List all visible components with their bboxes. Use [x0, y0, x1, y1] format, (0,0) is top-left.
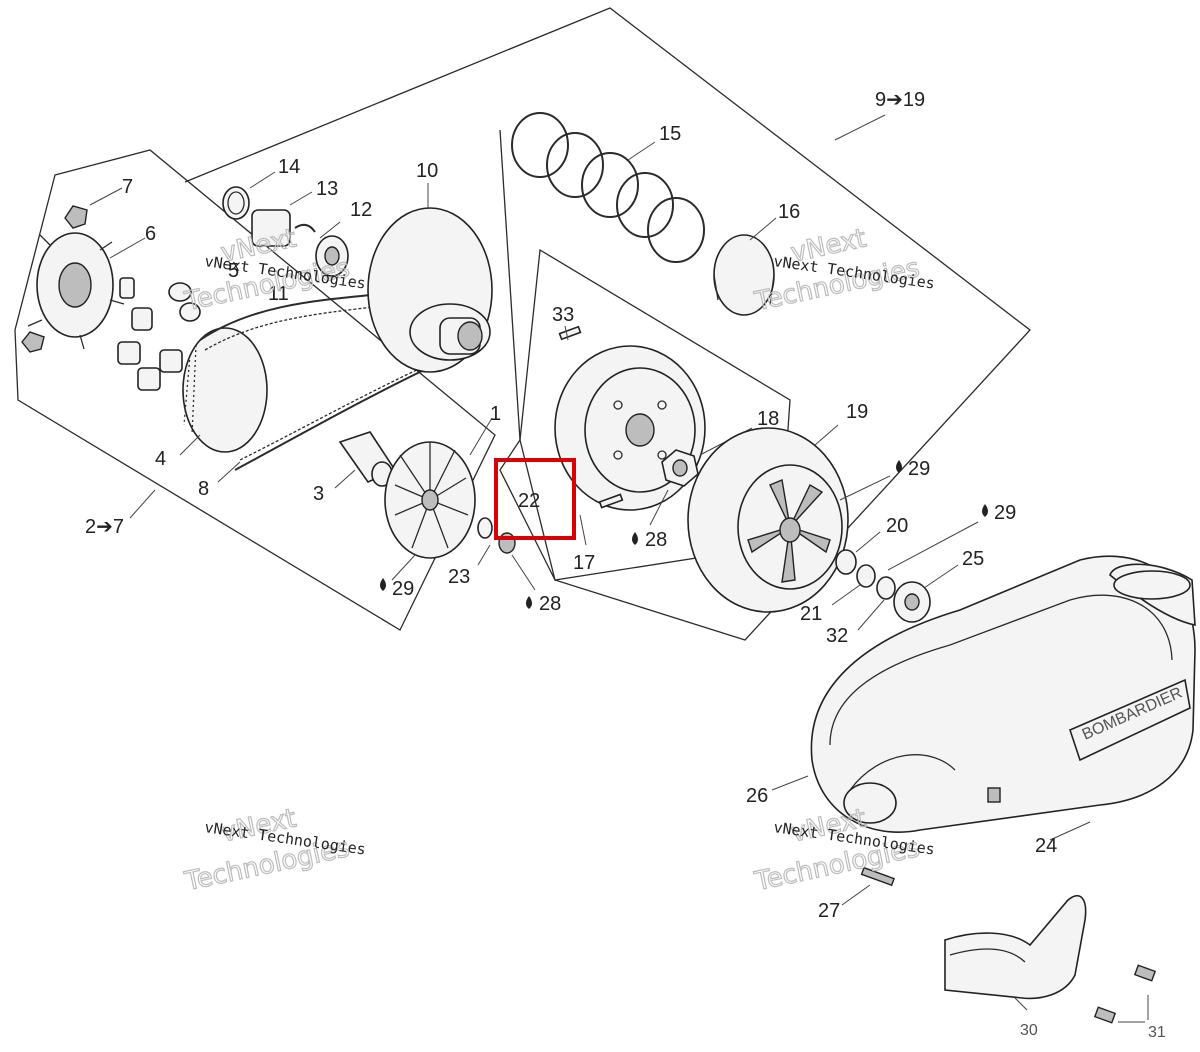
- callout-25: 25: [962, 548, 984, 570]
- callout-1: 1: [490, 403, 501, 425]
- part-5-bushing: [117, 277, 201, 391]
- callout-18: 18: [757, 408, 779, 430]
- part-31-screws: [1093, 964, 1157, 1024]
- callout-27: 27: [818, 900, 840, 922]
- callout-2-7: 2➔7: [85, 516, 124, 538]
- part-30-duct: [944, 895, 1087, 1011]
- part-14-ring: [222, 171, 276, 220]
- callout-9-19: 9➔19: [875, 89, 925, 111]
- part-13-cam: [251, 191, 313, 247]
- callout-4: 4: [155, 448, 166, 470]
- callout-13: 13: [316, 178, 338, 200]
- callout-26: 26: [746, 785, 768, 807]
- callout-21: 21: [800, 603, 822, 625]
- callout-14: 14: [278, 156, 300, 178]
- part-33-pin: [558, 325, 582, 341]
- callout-28-right: 28: [645, 529, 667, 551]
- part-28-nut-right: [649, 489, 669, 526]
- highlight-box-22: [494, 458, 576, 540]
- callout-8: 8: [198, 478, 209, 500]
- part-32-bushing: [857, 576, 896, 631]
- callout-6: 6: [145, 223, 156, 245]
- part-15-spring: [511, 112, 705, 263]
- leader-29-upper: [839, 475, 891, 501]
- callout-10: 10: [416, 160, 438, 182]
- callout-22: 22: [518, 490, 540, 512]
- callout-31: 31: [1148, 1024, 1166, 1041]
- callout-32: 32: [826, 625, 848, 647]
- part-26-screw-lead: [771, 775, 809, 791]
- callout-15: 15: [659, 123, 681, 145]
- oil-drop-icon: [380, 460, 988, 609]
- callout-29-right: 29: [994, 502, 1016, 524]
- callout-20: 20: [886, 515, 908, 537]
- callout-3: 3: [313, 483, 324, 505]
- callout-24: 24: [1035, 835, 1057, 857]
- part-3-sleeve: [334, 431, 397, 489]
- part-10-driven-pulley: [367, 183, 493, 373]
- callout-16: 16: [778, 201, 800, 223]
- part-24-cvt-cover: BOMBARDIER: [810, 555, 1196, 841]
- callout-12: 12: [350, 199, 372, 221]
- callout-29-left: 29: [392, 578, 414, 600]
- callout-28-left: 28: [539, 593, 561, 615]
- group-frame-9-19: [184, 7, 1031, 641]
- leader-29-left: [391, 554, 416, 581]
- callout-5: 5: [228, 260, 239, 282]
- part-17-clutch-shoes: [554, 345, 706, 546]
- group-frame-2-7: [14, 149, 496, 631]
- callout-29-upper: 29: [908, 458, 930, 480]
- callout-7: 7: [122, 176, 133, 198]
- part-20-washer: [835, 531, 881, 575]
- part-7-slider: [21, 187, 123, 353]
- callout-11: 11: [268, 283, 289, 305]
- group-frame-17: [519, 248, 791, 581]
- part-4-fixed-sheave: [179, 327, 268, 456]
- callout-23: 23: [448, 566, 470, 588]
- callout-17: 17: [573, 552, 595, 574]
- part-21-spacer: [831, 564, 876, 606]
- callout-19: 19: [846, 401, 868, 423]
- part-27-screw: [841, 866, 895, 906]
- part-1-sliding-sheave: [384, 417, 493, 559]
- part-25-bearing: [893, 564, 959, 623]
- callout-30: 30: [1020, 1022, 1038, 1039]
- part-11-clip: [294, 223, 316, 233]
- part-6-ramp-plate: [27, 232, 146, 350]
- part-16-sleeve: [713, 217, 777, 316]
- callout-33: 33: [552, 304, 574, 326]
- part-19-clutch-drum: [687, 424, 849, 613]
- leader-29-right: [887, 521, 979, 571]
- part-12-bearing: [315, 221, 349, 277]
- part-23-washer: [477, 517, 493, 566]
- part-28-nut-left: [498, 532, 536, 591]
